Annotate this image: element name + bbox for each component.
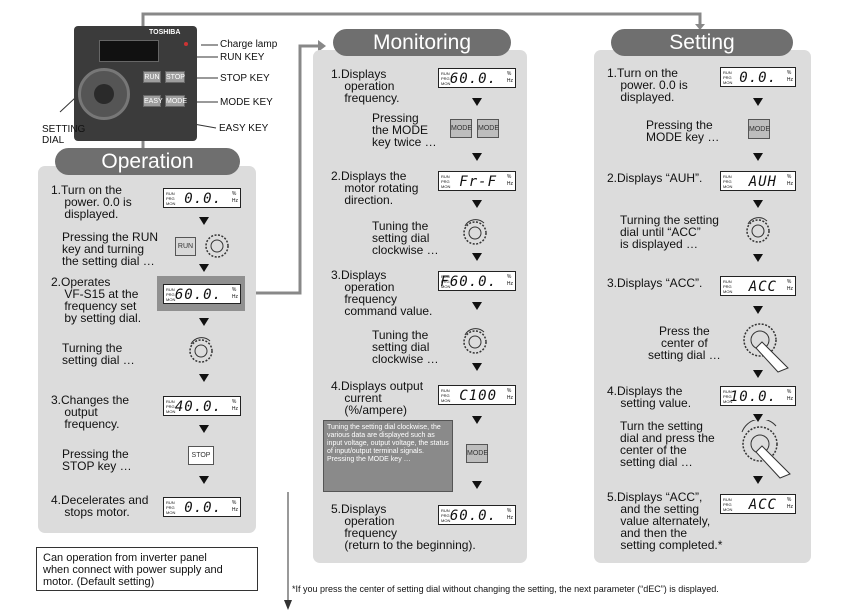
mode-key-icon: MODE [477,119,499,138]
run-key[interactable]: RUN [143,71,161,83]
mon-info-box: Tuning the setting dial clockwise, the v… [323,420,453,492]
mon-step-5: 5.Displays operation frequency (return t… [331,502,476,552]
callout-run-key: RUN KEY [220,52,265,63]
inverter-panel: TOSHIBA RUN STOP EASY MODE [74,26,197,141]
mon-step-4: 4.Displays output current (%/ampere) [331,379,424,417]
default-setting-note: Can operation from inverter panel when c… [36,547,258,591]
stop-key[interactable]: STOP [165,71,185,83]
arrow-down-icon [753,153,763,161]
mon-step-2: 2.Displays the motor rotating direction. [331,169,419,207]
arrow-down-icon [753,476,763,484]
set-step-5: 5.Displays “ACC”, and the setting value … [607,490,723,552]
charge-lamp [184,42,188,46]
arrow-down-icon [472,98,482,106]
easy-key[interactable]: EASY [143,95,163,107]
set-step-3: 3.Displays “ACC”. [607,276,703,290]
arrow-down-icon [472,302,482,310]
run-key-icon: RUN [175,237,196,256]
arrow-down-icon [199,318,209,326]
setting-dial-icon [205,234,229,258]
op-step-turn: Turning the setting dial … [62,341,135,367]
setting-dial-icon [189,337,213,363]
monitoring-header: Monitoring [333,29,511,56]
setting-dial[interactable] [78,68,130,120]
mon-step-tune-2: Tuning the setting dial clockwise … [372,328,439,366]
arrow-down-icon [199,217,209,225]
arrow-down-icon [472,200,482,208]
callout-charge-lamp: Charge lamp [220,39,278,50]
set-step-2: 2.Displays “AUH”. [607,171,703,185]
operation-header: Operation [55,148,240,175]
arrow-down-icon [472,481,482,489]
callout-setting-dial: SETTING DIAL [42,124,86,146]
setting-dial-icon [746,217,770,243]
op-step-stop: Pressing the STOP key … [62,447,132,473]
mode-key[interactable]: MODE [165,95,187,107]
press-dial-icon [741,420,791,479]
stop-key-icon: STOP [188,446,214,465]
set-step-mode: Pressing the MODE key … [646,118,720,144]
mode-key-icon: MODE [748,119,770,139]
press-dial-icon [743,323,789,373]
set-step-1: 1.Turn on the power. 0.0 is displayed. [607,66,688,104]
arrow-down-icon [753,98,763,106]
callout-stop-key: STOP KEY [220,73,270,84]
mon-step-3: 3.Displays operation frequency command v… [331,268,433,318]
arrow-down-icon [472,363,482,371]
callout-mode-key: MODE KEY [220,97,273,108]
arrow-down-icon [472,253,482,261]
arrow-down-icon [199,374,209,382]
op-step-1: 1.Turn on the power. 0.0 is displayed. [51,183,132,221]
setting-panel [594,50,811,563]
op-step-2: 2.Operates VF-S15 at the frequency set b… [51,275,142,325]
arrow-down-icon [472,153,482,161]
callout-easy-key: EASY KEY [219,123,269,134]
setting-header: Setting [611,29,793,56]
mon-step-1: 1.Displays operation frequency. [331,67,400,105]
arrow-down-icon [753,306,763,314]
led-display [99,40,159,62]
mode-key-icon: MODE [466,444,488,463]
set-step-4: 4.Displays the setting value. [607,384,692,410]
arrow-down-icon [472,416,482,424]
arrow-down-icon [753,370,763,378]
mon-step-mode: Pressing the MODE key twice … [372,111,437,149]
set-step-press: Press the center of setting dial … [648,324,721,362]
arrow-down-icon [199,476,209,484]
operation-panel [38,166,256,533]
mon-step-tune-1: Tuning the setting dial clockwise … [372,219,439,257]
brand-logo: TOSHIBA [149,29,181,36]
mode-key-icon: MODE [450,119,472,138]
mon-info-text: Tuning the setting dial clockwise, the v… [327,424,449,463]
op-step-4: 4.Decelerates and stops motor. [51,493,149,519]
arrow-down-icon [753,254,763,262]
set-step-turn-press: Turn the setting dial and press the cent… [620,419,715,469]
set-step-turn: Turning the setting dial until “ACC” is … [620,213,719,251]
arrow-down-icon [753,414,763,422]
arrow-down-icon [753,200,763,208]
arrow-down-icon [199,264,209,272]
default-setting-note-text: Can operation from inverter panel when c… [43,552,223,588]
op-step-run: Pressing the RUN key and turning the set… [62,230,159,268]
setting-dial-icon [463,219,487,245]
arrow-down-icon [199,425,209,433]
setting-dial-icon [463,328,487,354]
op-step-3: 3.Changes the output frequency. [51,393,130,431]
footnote: *If you press the center of setting dial… [292,584,719,594]
